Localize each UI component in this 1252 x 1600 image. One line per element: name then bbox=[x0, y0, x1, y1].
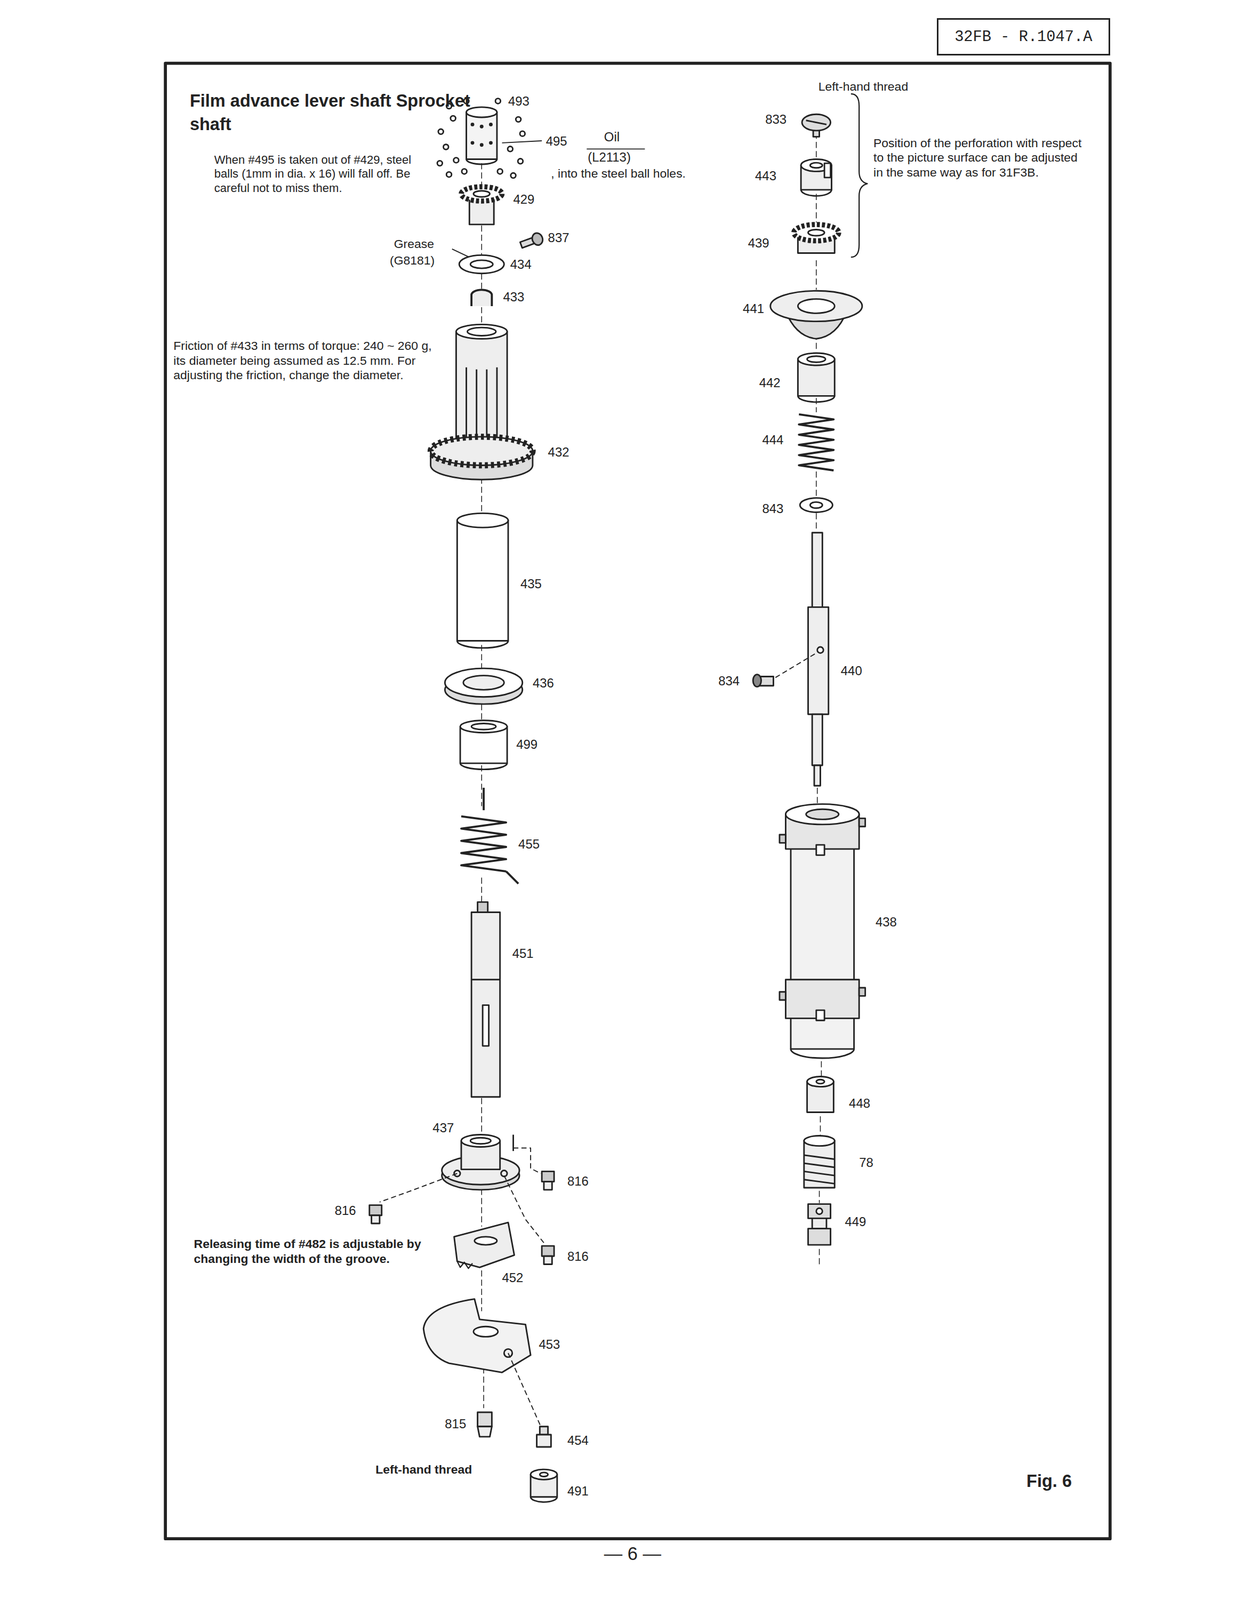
spring bbox=[461, 787, 519, 884]
figure-caption: Fig. 6 bbox=[1026, 1470, 1072, 1492]
flange bbox=[444, 668, 523, 704]
callout-number: 815 bbox=[444, 1416, 467, 1432]
callout-number: 440 bbox=[840, 663, 863, 679]
callout-number: 434 bbox=[510, 257, 532, 273]
note-text: Releasing time of #482 is adjustable by … bbox=[194, 1236, 439, 1266]
gear bbox=[793, 224, 839, 254]
note-text: Left-hand thread bbox=[818, 79, 909, 95]
callout-number: 435 bbox=[520, 576, 542, 592]
note-text: , into the steel ball holes. bbox=[550, 166, 686, 182]
callout-number: 443 bbox=[755, 168, 777, 184]
callout-number: 453 bbox=[538, 1336, 560, 1353]
bracket bbox=[851, 93, 868, 258]
spring bbox=[798, 414, 834, 471]
base-plate bbox=[442, 1134, 520, 1190]
stud bbox=[536, 1426, 552, 1447]
friction-clip bbox=[471, 289, 492, 307]
flange bbox=[770, 290, 863, 339]
callout-number: 448 bbox=[848, 1095, 871, 1112]
note-text: (L2113) bbox=[587, 149, 631, 166]
callout-number: 834 bbox=[718, 673, 740, 689]
washer bbox=[459, 254, 504, 274]
note-text: Friction of #433 in terms of torque: 240… bbox=[173, 338, 441, 383]
gear bbox=[461, 186, 503, 225]
callout-number: 436 bbox=[532, 675, 555, 692]
note-text: — 6 — bbox=[604, 1542, 662, 1565]
callout-number: 451 bbox=[512, 945, 534, 962]
note-text: (G8181) bbox=[389, 253, 435, 269]
note-text: Grease bbox=[394, 236, 435, 252]
screw bbox=[518, 231, 544, 251]
shaft bbox=[471, 901, 501, 1097]
callout-number: 493 bbox=[508, 93, 530, 110]
callout-number: 429 bbox=[513, 191, 535, 208]
lever-plate bbox=[423, 1298, 531, 1373]
callout-number: 452 bbox=[501, 1270, 524, 1286]
bushing bbox=[797, 352, 835, 403]
threaded-bushing bbox=[804, 1135, 835, 1188]
note-text: Left-hand thread bbox=[375, 1462, 472, 1478]
callout-number: 455 bbox=[518, 836, 540, 853]
callout-number: 843 bbox=[761, 501, 784, 517]
cam-plate bbox=[454, 1222, 515, 1268]
note-text: Oil bbox=[604, 129, 620, 146]
diagram-title: Film advance lever shaft Sprocket shaft bbox=[189, 89, 476, 137]
frame bbox=[165, 63, 1111, 1539]
callout-number: 816 bbox=[567, 1173, 589, 1190]
callout-number: 433 bbox=[502, 289, 525, 306]
callout-number: 837 bbox=[548, 230, 570, 246]
callout-number: 444 bbox=[761, 432, 784, 448]
callout-number: 432 bbox=[548, 444, 570, 461]
screw bbox=[801, 114, 831, 137]
sprocket-drum bbox=[779, 804, 866, 1058]
callout-number: 454 bbox=[567, 1432, 589, 1449]
callout-number: 816 bbox=[334, 1202, 357, 1219]
shaft bbox=[808, 532, 829, 786]
callout-number: 78 bbox=[859, 1154, 874, 1171]
callout-number: 449 bbox=[844, 1214, 866, 1230]
callout-number: 439 bbox=[748, 235, 770, 252]
nut bbox=[808, 1204, 831, 1246]
document-code: 32FB - R.1047.A bbox=[954, 28, 1093, 46]
screw bbox=[752, 674, 774, 687]
tube bbox=[456, 512, 509, 648]
callout-number: 816 bbox=[567, 1248, 589, 1265]
header-box: 32FB - R.1047.A bbox=[936, 18, 1111, 56]
callout-number: 833 bbox=[765, 111, 787, 128]
roller bbox=[530, 1469, 558, 1502]
callout-number: 441 bbox=[742, 301, 765, 317]
bushing bbox=[807, 1076, 834, 1112]
callout-number: 499 bbox=[516, 736, 538, 753]
note-text: Position of the perforation with respect… bbox=[873, 135, 1090, 181]
callout-number: 438 bbox=[875, 914, 897, 930]
callout-number: 495 bbox=[546, 133, 568, 150]
callout-number: 491 bbox=[567, 1483, 589, 1499]
callout-number: 437 bbox=[432, 1120, 454, 1136]
bushing bbox=[460, 720, 508, 770]
screw bbox=[477, 1411, 493, 1437]
center-line bbox=[481, 132, 822, 1409]
ratchet-sleeve bbox=[430, 324, 533, 480]
callout-number: 442 bbox=[759, 375, 781, 391]
washer bbox=[799, 498, 833, 513]
note-text: When #495 is taken out of #429, steel ba… bbox=[214, 153, 437, 196]
collar bbox=[800, 158, 832, 196]
